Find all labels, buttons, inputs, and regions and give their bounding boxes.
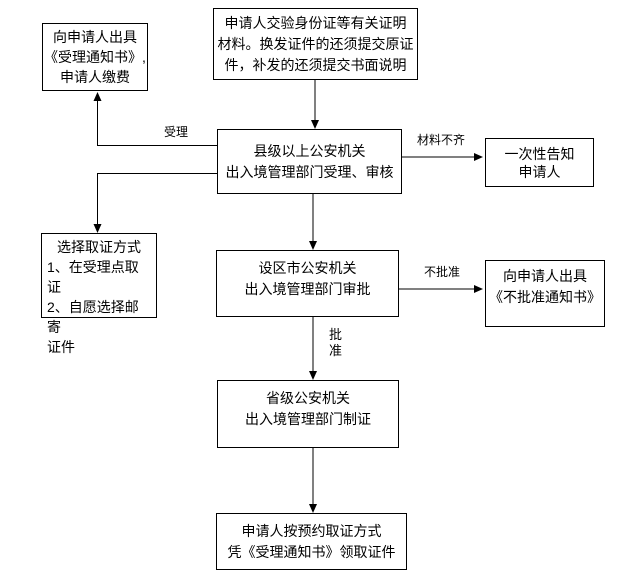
edge-label-approved: 批 准	[329, 327, 343, 359]
node-collect-certificate: 申请人按预约取证方式 凭《受理通知书》领取证件	[216, 513, 407, 570]
choose-method-options: 1、在受理点取证 2、自愿选择邮寄 证件	[47, 259, 139, 355]
edge-county-to-city	[309, 194, 317, 250]
node-issue-acceptance-notice: 向申请人出具 《受理通知书》, 申请人缴费	[42, 23, 148, 91]
node-choose-collection-method: 选择取证方式 1、在受理点取证 2、自愿选择邮寄 证件	[41, 233, 157, 355]
node-province-psb-produce-cert: 省级公安机关 出入境管理部门制证	[217, 380, 399, 448]
edge-label-not-approved: 不批准	[424, 265, 461, 279]
edge-label-accepted: 受理	[164, 125, 189, 139]
node-submit-materials: 申请人交验身份证等有关证明 材料。换发证件的还须提交原证 件，补发的还须提交书面…	[213, 8, 418, 80]
node-inform-applicant-once: 一次性告知 申请人	[485, 138, 594, 187]
edge-submit-to-county	[311, 80, 319, 129]
edge-city-to-province	[309, 317, 317, 380]
edge-county-to-notice-accept	[93, 92, 217, 146]
edge-province-to-collect	[309, 448, 317, 513]
node-issue-denial-notice: 向申请人出具 《不批准通知书》	[485, 260, 605, 327]
edge-city-to-notice-deny	[399, 285, 483, 293]
edge-label-materials-incomplete: 材料不齐	[417, 133, 466, 147]
node-city-psb-approval: 设区市公安机关 出入境管理部门审批	[216, 250, 399, 317]
edge-county-to-inform-once	[402, 153, 483, 161]
node-county-psb-review: 县级以上公安机关 出入境管理部门受理、审核	[217, 129, 402, 194]
edge-county-to-choose-method	[93, 173, 217, 233]
choose-method-title: 选择取证方式	[57, 239, 141, 255]
